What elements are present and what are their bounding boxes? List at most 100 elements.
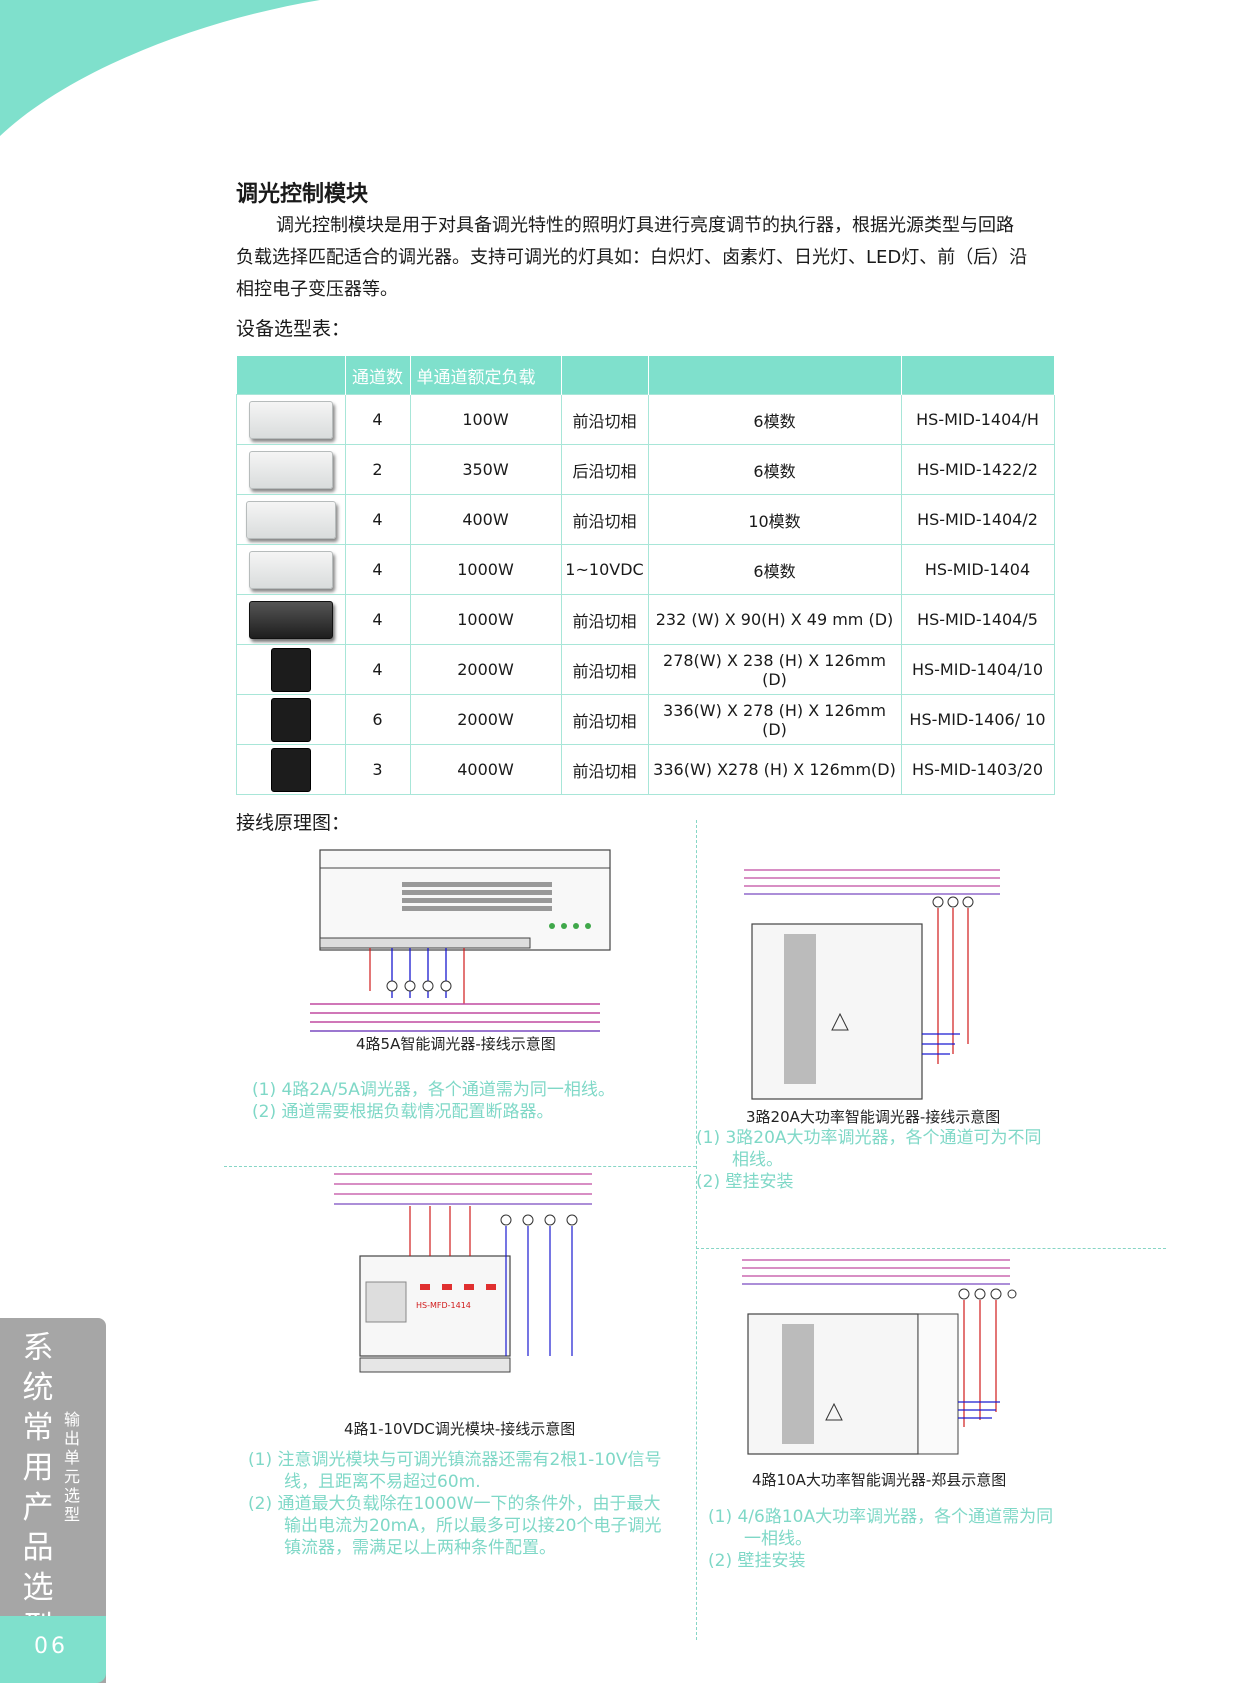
note-line: (2) 通道最大负载除在1000W一下的条件外，由于最大 [248, 1494, 661, 1514]
product-image-cell [236, 594, 346, 645]
light-module-icon [245, 500, 336, 539]
header-mode [561, 356, 649, 395]
mode-cell: 前沿切相 [560, 594, 649, 645]
size-cell: 278(W) X 238 (H) X 126mm (D) [647, 644, 902, 695]
header-model [901, 356, 1055, 395]
intro-line-3: 相控电子变压器等。 [236, 279, 398, 300]
page-number: 06 [34, 1634, 68, 1659]
channels-cell: 4 [344, 494, 411, 545]
note-line: 相线。 [732, 1150, 783, 1170]
size-cell: 10模数 [647, 494, 902, 545]
load-cell: 1000W [409, 594, 562, 645]
channels-cell: 4 [344, 544, 411, 595]
header-rated-load: 单通道额定负载 [410, 356, 562, 395]
mode-cell: 前沿切相 [560, 744, 649, 795]
wiring-diagram-4ch-1-10vdc: HS-MFD-1414 [334, 1173, 592, 1373]
sidebar-subtitle: 输 出 单 元 选 型 [60, 1410, 84, 1524]
size-cell: 336(W) X 278 (H) X 126mm (D) [647, 694, 902, 745]
cabinet-icon [270, 747, 311, 792]
header-image [236, 356, 346, 395]
table-row: 4 100W 前沿切相 6模数 HS-MID-1404/H [236, 394, 1055, 445]
note-line: 线，且距离不易超过60m. [284, 1472, 481, 1492]
intro-line-2: 负载选择匹配适合的调光器。支持可调光的灯具如：白炽灯、卤素灯、日光灯、LED灯、… [236, 247, 1028, 268]
sidebar-sub-char: 出 [63, 1429, 80, 1448]
page-title: 调光控制模块 [236, 182, 369, 207]
header-size [648, 356, 902, 395]
wiring-diagram-3ch-20a [744, 869, 1000, 1100]
note-line: (1) 3路20A大功率调光器，各个通道可为不同 [696, 1128, 1042, 1148]
model-cell: HS-MID-1404 [900, 544, 1055, 595]
model-cell: HS-MID-1403/20 [900, 744, 1055, 795]
sidebar-sub-char: 元 [63, 1467, 80, 1486]
model-cell: HS-MID-1404/10 [900, 644, 1055, 695]
intro-paragraph: 调光控制模块是用于对具备调光特性的照明灯具进行亮度调节的执行器，根据光源类型与回… [236, 210, 1126, 306]
product-image-cell [236, 644, 346, 695]
mode-cell: 前沿切相 [560, 644, 649, 695]
light-module-icon [248, 400, 333, 439]
sidebar-sub-char: 选 [63, 1486, 80, 1505]
load-cell: 2000W [409, 694, 562, 745]
sidebar-section-title: 系 统 常 用 产 品 选 型 [18, 1328, 58, 1648]
sidebar-char: 产 [22, 1490, 54, 1526]
table-row: 4 400W 前沿切相 10模数 HS-MID-1404/2 [236, 494, 1055, 545]
vertical-divider [696, 820, 697, 1640]
diagram-caption: 3路20A大功率智能调光器-接线示意图 [746, 1108, 1001, 1126]
horizontal-divider-left [224, 1166, 696, 1167]
load-cell: 1000W [409, 544, 562, 595]
load-cell: 350W [409, 444, 562, 495]
note-line: 输出电流为20mA，所以最多可以接20个电子调光 [284, 1516, 662, 1536]
mode-cell: 1~10VDC [560, 544, 649, 595]
diagram-caption: 4路10A大功率智能调光器-郑县示意图 [752, 1471, 1007, 1489]
load-cell: 400W [409, 494, 562, 545]
header-channels: 通道数 [345, 356, 411, 395]
channels-cell: 2 [344, 444, 411, 495]
size-cell: 336(W) X278 (H) X 126mm(D) [647, 744, 902, 795]
model-cell: HS-MID-1404/H [900, 394, 1055, 445]
model-cell: HS-MID-1422/2 [900, 444, 1055, 495]
sidebar-char: 用 [22, 1450, 54, 1486]
note-line: 一相线。 [744, 1529, 812, 1549]
model-cell: HS-MID-1406/ 10 [900, 694, 1055, 745]
note-line: (1) 注意调光模块与可调光镇流器还需有2根1-10V信号 [248, 1450, 662, 1470]
diagram-notes: (1) 4/6路10A大功率调光器，各个通道需为同 一相线。 (2) 壁挂安装 [708, 1506, 1128, 1572]
diagram-notes: (1) 3路20A大功率调光器，各个通道可为不同 相线。 (2) 壁挂安装 [696, 1127, 1096, 1193]
load-cell: 2000W [409, 644, 562, 695]
product-image-cell [236, 744, 346, 795]
size-cell: 6模数 [647, 544, 902, 595]
model-cell: HS-MID-1404/5 [900, 594, 1055, 645]
note-line: 镇流器，需满足以上两种条件配置。 [284, 1538, 556, 1558]
note-line: (2) 通道需要根据负载情况配置断路器。 [252, 1102, 554, 1122]
sidebar-char: 常 [22, 1410, 54, 1446]
table-row: 2 350W 后沿切相 6模数 HS-MID-1422/2 [236, 444, 1055, 495]
size-cell: 6模数 [647, 444, 902, 495]
corner-decoration [0, 0, 320, 136]
cabinet-icon [270, 647, 311, 692]
size-cell: 232 (W) X 90(H) X 49 mm (D) [647, 594, 902, 645]
load-cell: 100W [409, 394, 562, 445]
device-model-label: HS-MFD-1414 [416, 1301, 471, 1310]
mode-cell: 前沿切相 [560, 394, 649, 445]
channels-cell: 4 [344, 644, 411, 695]
product-image-cell [236, 394, 346, 445]
light-module-icon [248, 450, 333, 489]
sidebar-sub-char: 型 [63, 1505, 80, 1524]
diagram-notes: (1) 注意调光模块与可调光镇流器还需有2根1-10V信号 线，且距离不易超过6… [248, 1449, 688, 1559]
note-line: (2) 壁挂安装 [696, 1172, 794, 1192]
product-image-cell [236, 494, 346, 545]
selection-table-title: 设备选型表： [236, 318, 351, 340]
selection-table: 通道数 单通道额定负载 4 100W 前沿切相 6模数 HS-MID-1404/… [236, 356, 1055, 795]
sidebar-char: 系 [22, 1330, 54, 1366]
mode-cell: 前沿切相 [560, 694, 649, 745]
mode-cell: 后沿切相 [560, 444, 649, 495]
light-module-icon [248, 550, 333, 589]
dark-module-icon [248, 600, 333, 639]
channels-cell: 4 [344, 594, 411, 645]
product-image-cell [236, 694, 346, 745]
diagram-caption: 4路5A智能调光器-接线示意图 [356, 1035, 556, 1053]
product-image-cell [236, 544, 346, 595]
channels-cell: 3 [344, 744, 411, 795]
channels-cell: 6 [344, 694, 411, 745]
diagram-caption: 4路1-10VDC调光模块-接线示意图 [344, 1420, 576, 1438]
intro-line-1: 调光控制模块是用于对具备调光特性的照明灯具进行亮度调节的执行器，根据光源类型与回… [276, 215, 1014, 236]
horizontal-divider-right [696, 1248, 1166, 1249]
